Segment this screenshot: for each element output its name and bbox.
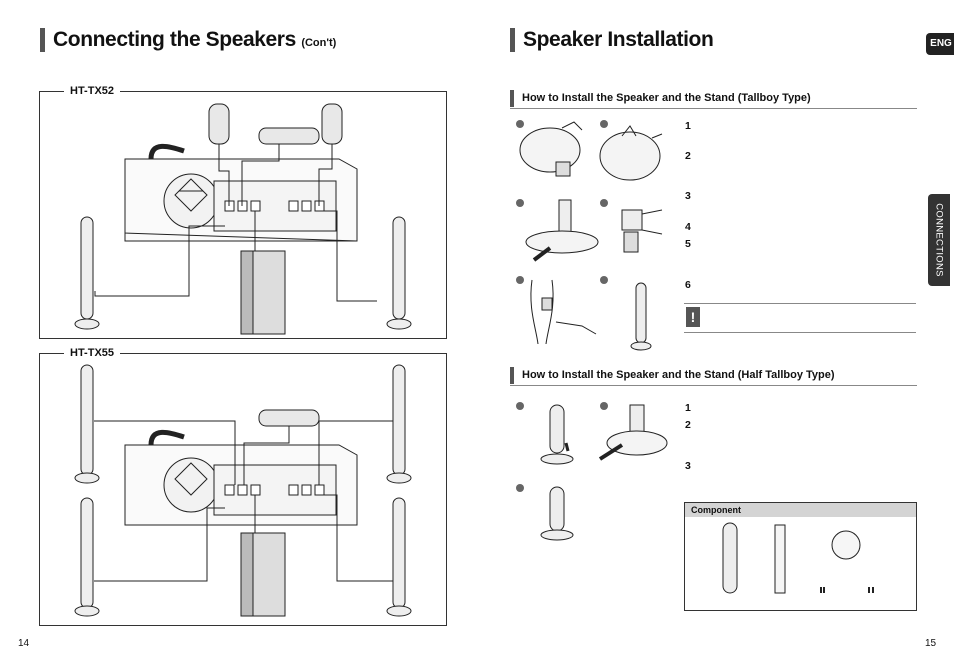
title-text: Connecting the Speakers	[53, 28, 296, 51]
figure-ht-tx52-label: HT-TX52	[64, 84, 121, 98]
page-title-left: Connecting the Speakers (Con't)	[53, 28, 336, 55]
illustration-step-circle	[600, 199, 608, 207]
step-number: 3	[685, 190, 691, 202]
center-speaker	[258, 409, 320, 427]
component-illustrations	[722, 522, 874, 594]
step-number: 2	[685, 419, 691, 431]
rear-left-tallboy	[74, 216, 100, 330]
rear-left-tallboy	[74, 497, 100, 617]
tallboy-install-illustrations	[519, 121, 663, 351]
section2-heading: How to Install the Speaker and the Stand…	[522, 369, 835, 381]
power-cable	[148, 143, 185, 160]
step-number: 2	[685, 150, 691, 162]
section2-rule	[510, 385, 917, 386]
step-number: 5	[685, 238, 691, 250]
section-tab-label: CONNECTIONS	[933, 203, 945, 277]
title-accent-bar	[510, 28, 515, 52]
step-number: 6	[685, 279, 691, 291]
fan-grille	[163, 173, 219, 229]
section-tab-connections: CONNECTIONS	[928, 194, 950, 286]
illustration-step-circle	[600, 276, 608, 284]
rear-right-tallboy	[386, 216, 412, 330]
illustration-step-circle	[516, 120, 524, 128]
center-speaker	[258, 127, 320, 145]
base-component	[831, 530, 861, 560]
illustration-step-circle	[516, 484, 524, 492]
section1-rule	[510, 108, 917, 109]
illustration-step-circle	[516, 276, 524, 284]
language-tab: ENG	[926, 33, 954, 55]
title-subtext: (Con't)	[301, 37, 337, 49]
section2-bar	[510, 367, 514, 384]
page-title-right: Speaker Installation	[523, 28, 714, 51]
front-right-tallboy	[386, 364, 412, 484]
rear-right-tallboy	[386, 497, 412, 617]
figure-ht-tx52-diagram	[74, 103, 412, 335]
front-right-speaker	[321, 103, 343, 145]
front-left-tallboy	[74, 364, 100, 484]
speaker-component	[722, 522, 738, 594]
figure-ht-tx55-frame	[39, 353, 447, 626]
step-number: 4	[685, 221, 691, 233]
screws-component	[820, 587, 874, 593]
step-number: 1	[685, 120, 691, 132]
page-number-right: 15	[925, 638, 937, 649]
component-box: Component	[684, 502, 917, 611]
power-cable	[148, 429, 185, 446]
speaker-terminals	[224, 484, 325, 496]
illustration-step-circle	[516, 199, 524, 207]
illustration-step-circle	[600, 402, 608, 410]
step-number: 1	[685, 402, 691, 414]
illustration-step-circle	[516, 402, 524, 410]
figure-ht-tx52-frame	[39, 91, 447, 339]
illustration-step-circle	[600, 120, 608, 128]
title-accent-bar	[40, 28, 45, 52]
fan-grille	[163, 457, 219, 513]
section1-heading: How to Install the Speaker and the Stand…	[522, 92, 811, 104]
caution-icon: !	[686, 307, 700, 327]
figure-ht-tx55-diagram	[74, 364, 412, 617]
half-tallboy-install-illustrations	[540, 404, 668, 541]
page-number-left: 14	[18, 638, 30, 649]
step-number: 3	[685, 460, 691, 472]
section1-bar	[510, 90, 514, 107]
front-left-speaker	[208, 103, 230, 145]
figure-ht-tx55-label: HT-TX55	[64, 346, 121, 360]
stand-component	[774, 524, 786, 594]
component-heading: Component	[685, 503, 916, 517]
caution-note: !	[684, 303, 916, 333]
